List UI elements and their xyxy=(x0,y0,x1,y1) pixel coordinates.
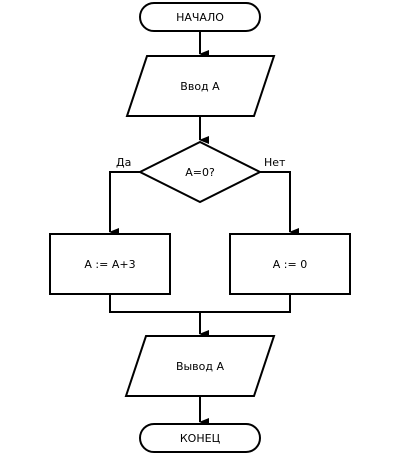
output-label: Вывод A xyxy=(176,360,225,373)
start-label: НАЧАЛО xyxy=(176,11,224,24)
merge-line xyxy=(109,294,291,313)
no-action-label: A := 0 xyxy=(273,258,307,271)
condition-label: A=0? xyxy=(185,166,215,179)
decision-diamond xyxy=(137,140,263,204)
yes-action-label: A := A+3 xyxy=(84,258,135,271)
arrow-yes-branch xyxy=(109,171,140,236)
output-parallelogram xyxy=(124,335,276,397)
input-parallelogram xyxy=(125,55,276,117)
no-process-box xyxy=(229,233,351,295)
arrow-no-branch xyxy=(260,171,299,236)
input-label: Ввод A xyxy=(180,80,220,93)
end-terminator xyxy=(139,423,261,453)
end-label: КОНЕЦ xyxy=(180,432,221,445)
no-label: Нет xyxy=(264,156,286,169)
yes-process-box xyxy=(49,233,171,295)
yes-label: Да xyxy=(116,156,131,169)
